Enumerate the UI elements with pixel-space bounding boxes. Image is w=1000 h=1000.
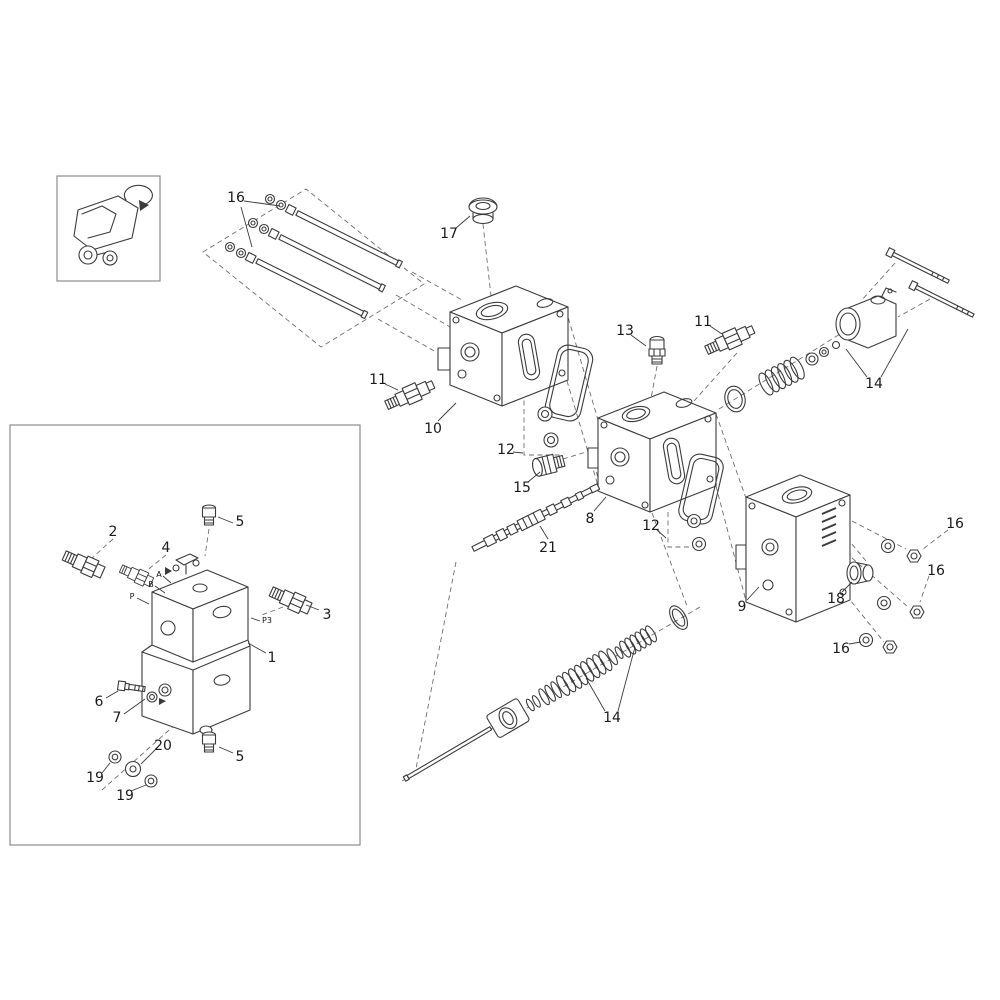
tie-rods-16	[224, 193, 403, 320]
callout-7: 7	[113, 710, 122, 726]
callout-2: 2	[109, 524, 118, 540]
callout-16-a: 16	[946, 516, 964, 532]
leader-lines	[101, 200, 909, 792]
callout-11-left: 11	[369, 372, 387, 388]
callout-16-b: 16	[927, 563, 945, 579]
thumbnail-frame	[56, 175, 161, 282]
seal-washers-19-20	[108, 750, 158, 788]
relief-valve-11-right	[704, 325, 756, 355]
port-label-p3: P3	[262, 616, 272, 625]
plug-5-bottom	[201, 731, 217, 753]
return-spring-coil	[555, 650, 613, 696]
callout-16-c: 16	[832, 641, 850, 657]
plug-5-top	[201, 504, 217, 526]
callout-13: 13	[616, 323, 634, 339]
cap-plug-17	[468, 197, 498, 225]
inset-frame	[9, 424, 361, 846]
callout-4: 4	[162, 540, 171, 556]
bolts-14	[885, 247, 975, 318]
callout-20: 20	[154, 738, 172, 754]
relief-valve-11-left	[384, 380, 436, 410]
callout-15: 15	[513, 480, 531, 496]
callout-5-bottom: 5	[236, 749, 245, 765]
callout-16-tie-rods: 16	[227, 190, 245, 206]
callout-14-upper: 14	[865, 376, 883, 392]
callout-11-right: 11	[694, 314, 712, 330]
spool-return-kit-14	[402, 605, 689, 782]
port-label-p: P	[130, 592, 135, 601]
spring-kit-right-14	[724, 340, 841, 413]
callout-12-right: 12	[642, 518, 660, 534]
port-label-b: B	[148, 580, 154, 589]
callout-6: 6	[95, 694, 104, 710]
callout-8: 8	[586, 511, 595, 527]
callout-10: 10	[424, 421, 442, 437]
callout-1: 1	[268, 650, 277, 666]
rotation-arrow-icon	[123, 184, 153, 206]
fitting-2	[61, 550, 106, 579]
callout-18: 18	[827, 591, 845, 607]
secondary-spring-coil	[619, 625, 658, 658]
gasket-12-left	[537, 344, 594, 448]
nut-washer-16-group-1	[880, 538, 922, 563]
callout-5-top: 5	[236, 514, 245, 530]
pilot-plug-13	[648, 335, 666, 365]
valve-section-8	[587, 391, 717, 513]
port-labels: A B P P3	[130, 570, 272, 625]
end-cap-14	[835, 287, 897, 349]
callout-17: 17	[440, 226, 458, 242]
callout-14-lower: 14	[603, 710, 621, 726]
callout-3: 3	[323, 607, 332, 623]
nut-washer-16-group-2	[876, 595, 925, 619]
nut-washer-16-group-3	[858, 632, 898, 654]
bushing-18	[846, 561, 874, 585]
port-arrow-icon	[165, 567, 172, 575]
bolt-6	[116, 680, 146, 693]
valve-section-10	[437, 285, 569, 407]
gasket-12-right	[678, 453, 724, 552]
callout-12-left: 12	[497, 442, 515, 458]
port-arrow-icon	[159, 698, 166, 705]
plug-15	[531, 453, 566, 477]
end-cover-9	[735, 474, 851, 623]
spool-21	[471, 483, 601, 552]
valve-top-mechanism	[172, 553, 200, 575]
callout-labels: 16 17 11 10 12 13 11 14 15 8 12 21 9 18 …	[86, 190, 964, 804]
callout-21: 21	[539, 540, 557, 556]
valve-assembly-1	[141, 567, 251, 735]
machine-thumbnail	[56, 175, 161, 282]
spring-coil	[758, 356, 805, 396]
washer-7	[146, 691, 158, 703]
fitting-3	[268, 586, 313, 615]
callout-19-a: 19	[86, 770, 104, 786]
inset-detail-view	[9, 424, 361, 846]
callout-9: 9	[738, 599, 747, 615]
fitting-4	[118, 564, 155, 588]
callout-19-b: 19	[116, 788, 134, 804]
port-label-a: A	[156, 570, 162, 579]
